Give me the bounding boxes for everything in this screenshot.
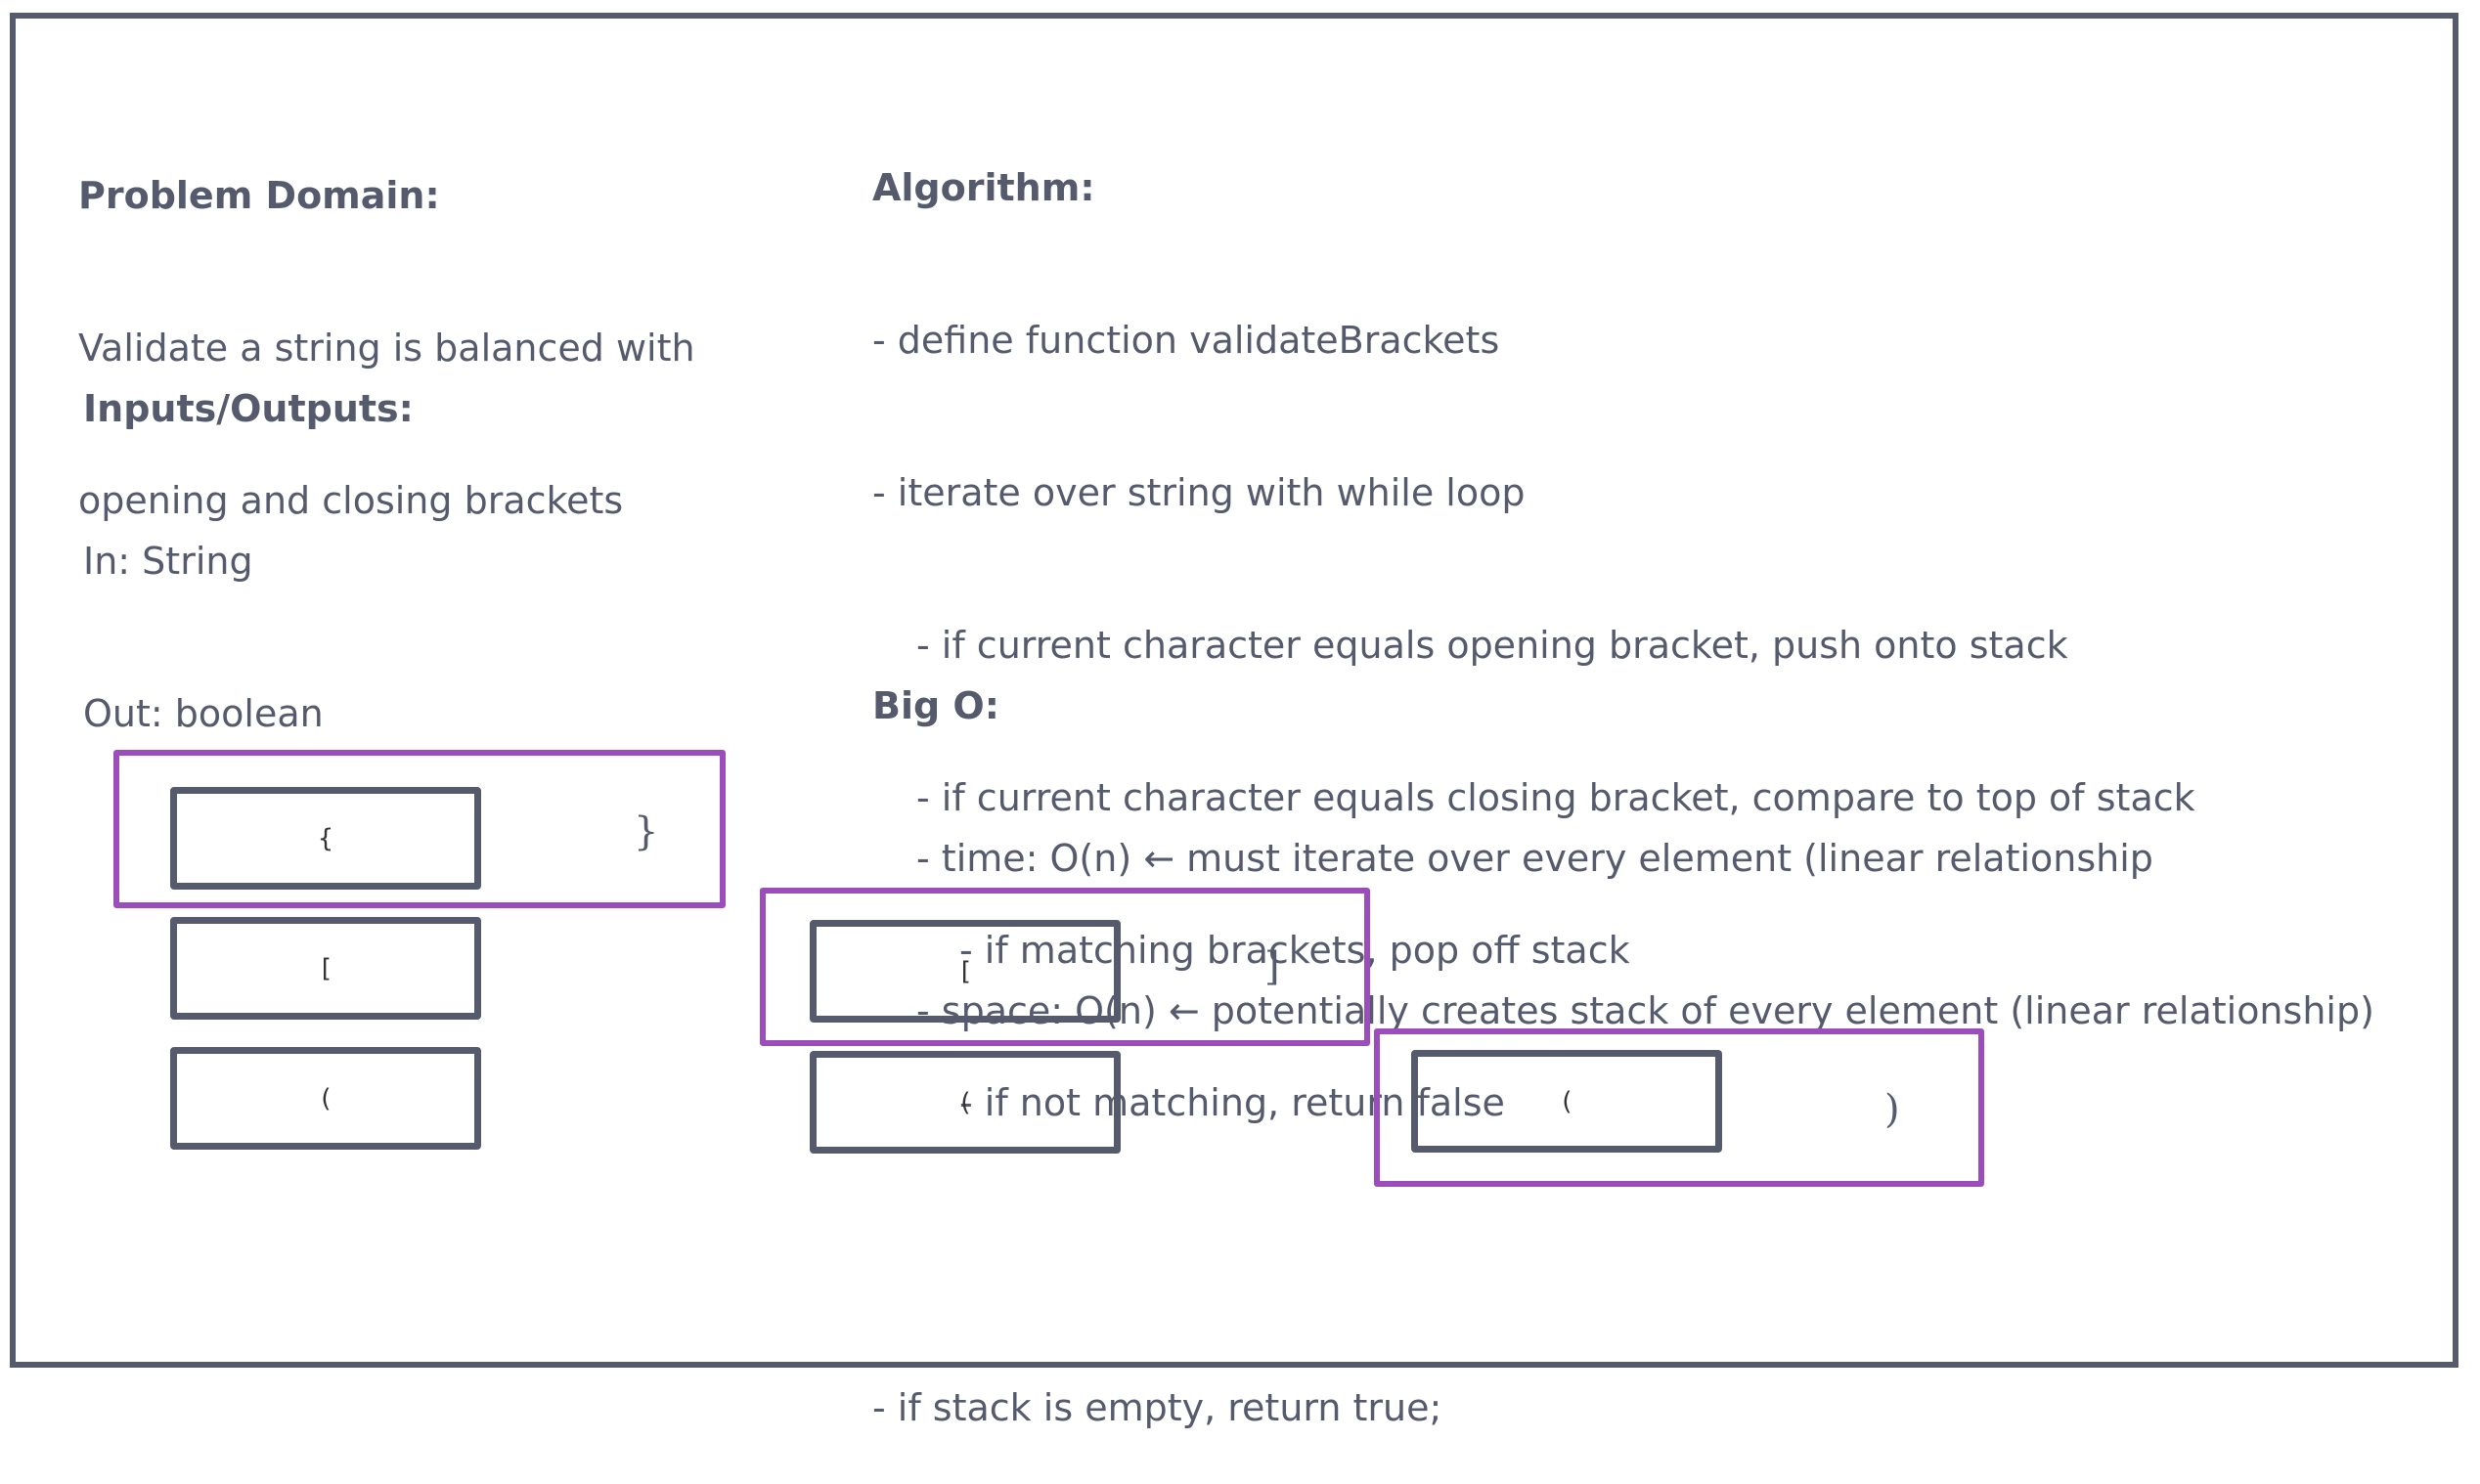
stack-item: ( — [810, 1051, 1121, 1154]
stack-item: [ — [170, 917, 481, 1020]
closing-bracket: } — [634, 809, 659, 854]
algorithm-step: - define function validateBrackets — [872, 319, 1500, 362]
problem-domain-section: Problem Domain: Validate a string is bal… — [78, 68, 695, 577]
inputs-outputs-section: Inputs/Outputs: In: String Out: boolean — [83, 282, 414, 790]
big-o-section: Big O: - time: O(n) ← must iterate over … — [872, 579, 2374, 1087]
stack-item: ( — [170, 1047, 481, 1150]
stack-top-highlight — [1374, 1028, 1984, 1187]
big-o-space: - space: O(n) ← potentially creates stac… — [916, 989, 2374, 1032]
algorithm-spacer — [872, 1230, 2195, 1281]
stack-item: ( — [1411, 1050, 1722, 1153]
algorithm-step: - if stack is empty, return true; — [872, 1386, 1442, 1429]
problem-domain-line: Validate a string is balanced with — [78, 327, 695, 370]
inputs-outputs-heading: Inputs/Outputs: — [83, 387, 414, 430]
stack-top-highlight — [760, 888, 1370, 1046]
closing-bracket: ) — [1884, 1087, 1900, 1132]
closing-bracket: ] — [1264, 944, 1280, 989]
algorithm-heading: Algorithm: — [872, 166, 1095, 209]
problem-domain-line: opening and closing brackets — [78, 479, 624, 522]
algorithm-step: - if current character equals closing br… — [916, 776, 2195, 819]
algorithm-step: - if matching brackets, pop off stack — [959, 929, 1630, 972]
algorithm-step: - iterate over string with while loop — [872, 471, 1526, 514]
algorithm-step: - if not matching, return false — [959, 1081, 1505, 1124]
big-o-time: - time: O(n) ← must iterate over every e… — [916, 837, 2153, 880]
input-line: In: String — [83, 540, 253, 583]
stack-item: { — [170, 787, 481, 890]
stack-item: [ — [810, 920, 1121, 1023]
big-o-heading: Big O: — [872, 684, 999, 727]
stack-top-highlight — [113, 750, 726, 908]
problem-domain-heading: Problem Domain: — [78, 174, 440, 217]
output-line: Out: boolean — [83, 692, 324, 735]
diagram-frame — [10, 13, 2458, 1368]
algorithm-step: - if current character equals opening br… — [916, 624, 2068, 667]
